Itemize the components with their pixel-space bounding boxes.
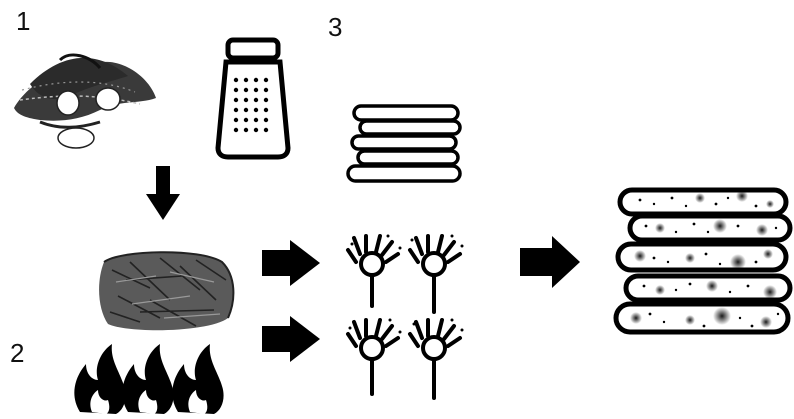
right-arrow-icon bbox=[262, 316, 320, 362]
down-arrow-icon bbox=[146, 166, 180, 220]
cassava-roots-icon bbox=[14, 55, 156, 148]
speckled-sticks-icon bbox=[616, 190, 790, 332]
right-arrow-icon bbox=[262, 240, 320, 286]
grater-icon bbox=[218, 40, 288, 157]
fire-icon bbox=[74, 344, 223, 414]
right-arrow-icon bbox=[520, 236, 580, 288]
dough-sticks-icon bbox=[348, 106, 460, 181]
fermenting-bubbles-icon bbox=[348, 236, 460, 398]
grated-pulp-icon bbox=[99, 252, 233, 330]
